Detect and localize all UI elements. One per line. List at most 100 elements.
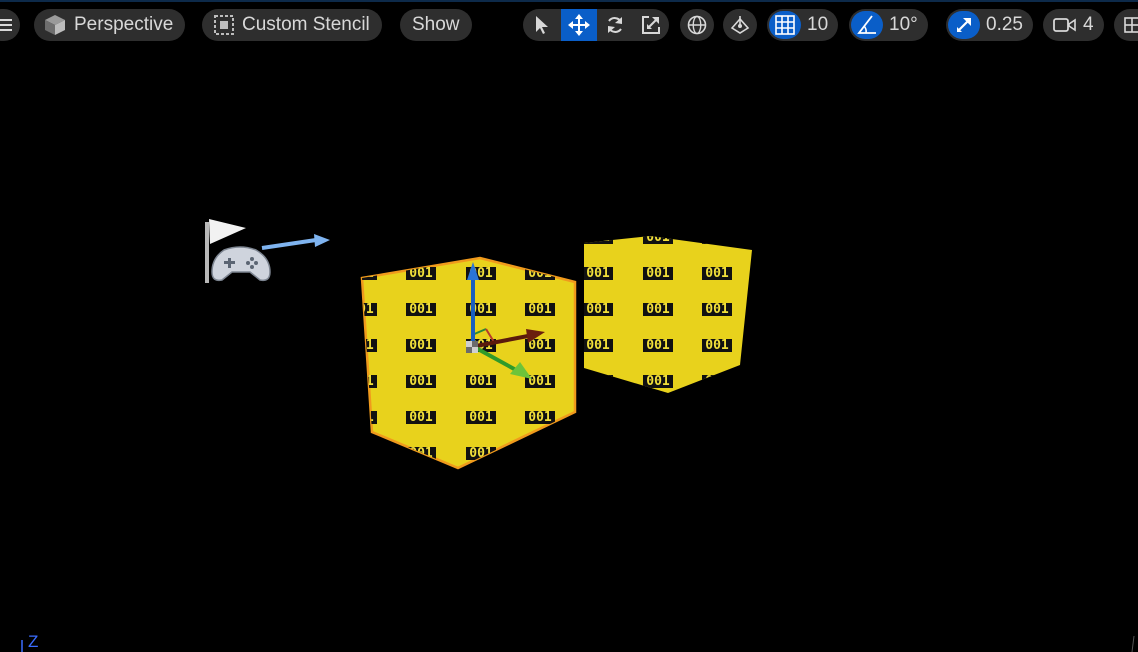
scale-snap-control[interactable]: 0.25 (946, 9, 1033, 41)
pattern-label-bg (584, 303, 613, 316)
viewport-layout-button[interactable] (1114, 9, 1138, 41)
pattern-label: 001 (409, 302, 433, 317)
pattern-label-bg (406, 411, 436, 424)
pattern-label-bg (406, 375, 436, 388)
pattern-label: 001 (469, 374, 493, 389)
grid-snap-control[interactable]: 10 (767, 9, 839, 41)
show-flags-button[interactable]: Show (400, 9, 472, 41)
viewport-menu-button[interactable] (0, 9, 20, 41)
player-start-actor[interactable] (205, 219, 330, 283)
pattern-label: 001 (646, 374, 670, 389)
pattern-label: 001 (586, 302, 610, 317)
scale-tool-button[interactable] (633, 9, 669, 41)
pattern-label: 001 (646, 266, 670, 281)
pattern-label-bg (406, 303, 436, 316)
globe-icon (687, 15, 707, 35)
scale-icon (642, 16, 660, 34)
translate-gizmo[interactable] (466, 262, 545, 379)
pattern-label: 001 (646, 230, 670, 245)
view-type-button[interactable]: Perspective (34, 9, 186, 41)
rotation-snap-toggle[interactable] (851, 11, 883, 39)
pattern-label: 001 (350, 338, 374, 353)
rotate-tool-button[interactable] (597, 9, 633, 41)
camera-speed-control[interactable]: 4 (1043, 9, 1104, 41)
pattern-label-bg (702, 339, 732, 352)
pattern-label: 001 (705, 230, 729, 245)
pattern-label-bg (643, 236, 673, 244)
translate-tool-button[interactable] (561, 9, 597, 41)
pattern-label-bg (643, 339, 673, 352)
pattern-label-bg (362, 447, 377, 460)
angle-icon (857, 15, 876, 34)
pattern-label: 001 (528, 446, 552, 461)
pattern-label-bg (702, 267, 732, 280)
gizmo-x-axis[interactable] (475, 334, 529, 348)
cursor-icon (536, 16, 548, 34)
flag-icon (209, 219, 246, 244)
pattern-label-bg (406, 267, 436, 280)
pattern-label-bg (525, 339, 555, 352)
rotate-icon (608, 17, 622, 33)
pattern-label-bg (584, 267, 613, 280)
pattern-label-bg (525, 411, 555, 424)
layout-icon (1124, 17, 1138, 33)
camera-speed-value[interactable]: 4 (1083, 14, 1094, 35)
pattern-label: 001 (586, 374, 610, 389)
pattern-label: 001 (469, 410, 493, 425)
pattern-label-bg (525, 303, 555, 316)
pattern-label: 001 (528, 302, 552, 317)
grid-snap-value[interactable]: 10 (807, 14, 829, 35)
pattern-label: 001 (528, 266, 552, 281)
pattern-label: 001 (705, 374, 729, 389)
scale-snap-value[interactable]: 0.25 (986, 14, 1023, 35)
surface-snapping-button[interactable] (723, 9, 757, 41)
gizmo-y-axis[interactable] (475, 346, 517, 372)
edge-mark (1131, 635, 1135, 652)
grid-snap-toggle[interactable] (769, 11, 801, 39)
pattern-label: 001 (705, 302, 729, 317)
select-tool-button[interactable] (523, 9, 561, 41)
transform-tools-group (523, 9, 669, 41)
view-mode-button[interactable]: Custom Stencil (202, 9, 382, 41)
pattern-label: 001 (409, 374, 433, 389)
rotation-snap-value[interactable]: 10° (889, 14, 918, 35)
show-flags-label: Show (412, 14, 460, 35)
pattern-label-bg (643, 375, 673, 388)
pattern-label-bg (584, 339, 613, 352)
cube-icon (44, 14, 66, 36)
pattern-label-bg (466, 411, 496, 424)
scale-snap-toggle[interactable] (948, 11, 980, 39)
rotation-snap-control[interactable]: 10° (849, 9, 928, 41)
pattern-label-bg (643, 267, 673, 280)
pattern-label: 001 (705, 338, 729, 353)
selected-cube-actor[interactable]: 001 001 001 001 001 001 001 001 001 001 001 001 001 0… (347, 256, 577, 470)
pattern-label-bg (702, 236, 732, 244)
pattern-label: 001 (350, 266, 374, 281)
move-arrows-icon (568, 14, 590, 36)
video-camera-icon (1053, 18, 1076, 32)
pattern-label-bg (406, 339, 436, 352)
top-accent-bar (0, 0, 1138, 2)
pattern-label-bg (643, 303, 673, 316)
pattern-label: 001 (409, 410, 433, 425)
pattern-label: 001 (586, 230, 610, 245)
pattern-label: 001 (469, 302, 493, 317)
view-type-label: Perspective (74, 14, 174, 35)
pattern-label: 001 (409, 338, 433, 353)
gamepad-icon (211, 246, 271, 282)
pattern-label: 001 (528, 338, 552, 353)
pattern-label: 001 (646, 302, 670, 317)
coordinate-space-button[interactable] (680, 9, 714, 41)
pattern-label: 001 (350, 302, 374, 317)
pattern-label-bg (525, 447, 555, 460)
pattern-label: 001 (528, 374, 552, 389)
pattern-label: 001 (646, 338, 670, 353)
pattern-label-bg (525, 375, 555, 388)
direction-arrow (261, 238, 317, 250)
pattern-label: 001 (586, 338, 610, 353)
axis-indicator-label: Z (28, 632, 39, 651)
pattern-label: 001 (528, 410, 552, 425)
